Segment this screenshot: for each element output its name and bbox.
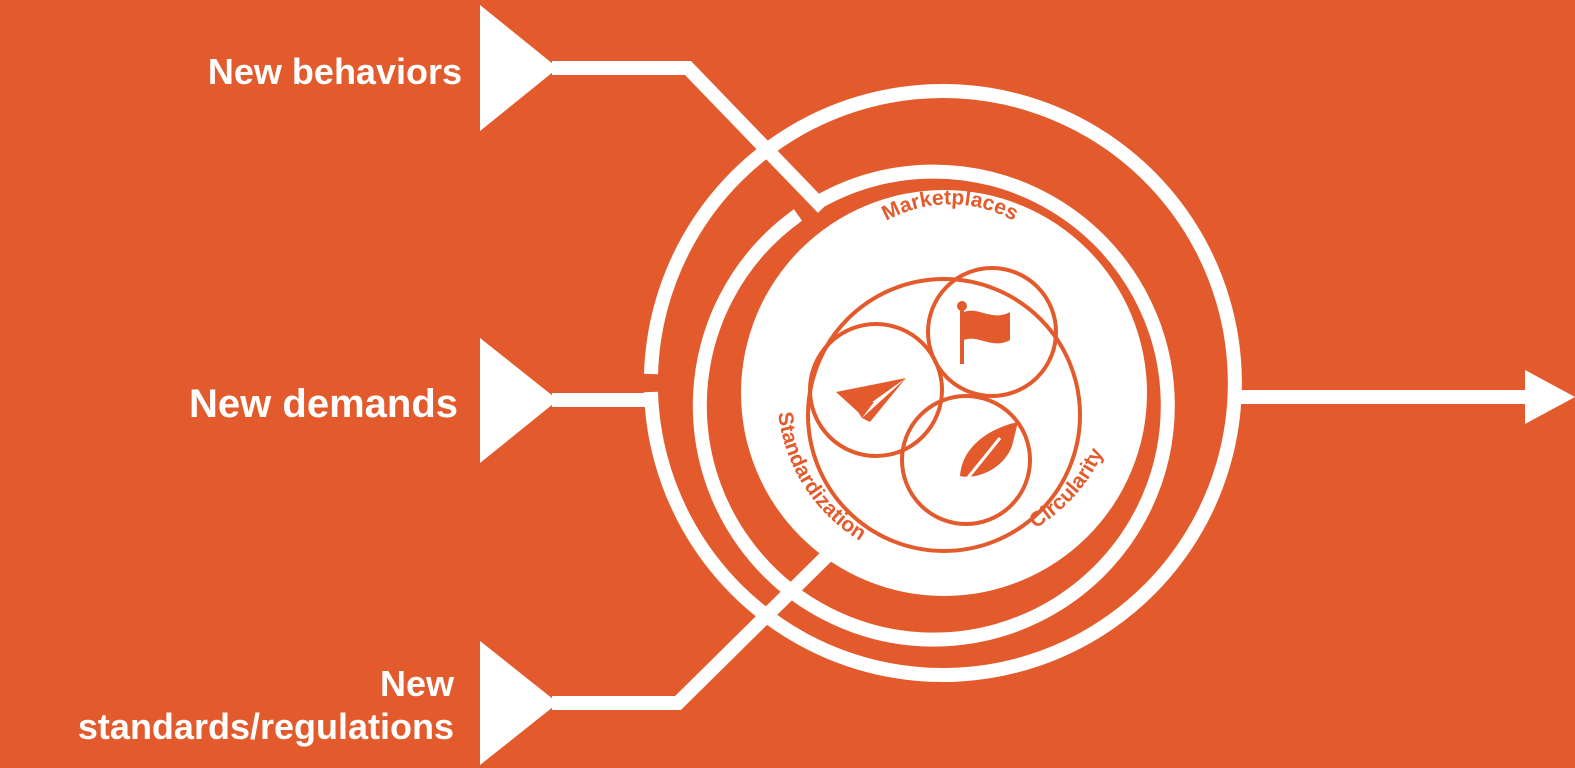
arrowhead-standards bbox=[480, 641, 558, 765]
core-outline-ring bbox=[806, 277, 1082, 553]
input-label-behaviors: New behaviors bbox=[207, 51, 462, 92]
core-disc bbox=[741, 190, 1147, 596]
lobe-left bbox=[808, 322, 944, 458]
connector-standards bbox=[552, 535, 848, 710]
input-label-standards-line1: New bbox=[379, 663, 454, 704]
lobe-top bbox=[926, 266, 1058, 398]
outer-ring bbox=[644, 84, 1242, 682]
flag-icon bbox=[957, 301, 1010, 364]
input-label-demands: New demands bbox=[189, 382, 458, 426]
connector-behaviors bbox=[552, 61, 829, 213]
lobe-bottom bbox=[900, 394, 1032, 526]
paper-plane-icon bbox=[836, 378, 906, 422]
lobes bbox=[808, 266, 1058, 526]
input-label-standards: New standards/regulations bbox=[78, 662, 454, 748]
input-label-standards-line2: standards/regulations bbox=[77, 706, 454, 748]
leaf-icon bbox=[956, 422, 1018, 491]
output-arrowhead bbox=[1525, 370, 1575, 424]
arrowhead-demands bbox=[480, 338, 558, 463]
inner-ring bbox=[692, 164, 1175, 647]
arrowhead-behaviors bbox=[480, 5, 558, 131]
